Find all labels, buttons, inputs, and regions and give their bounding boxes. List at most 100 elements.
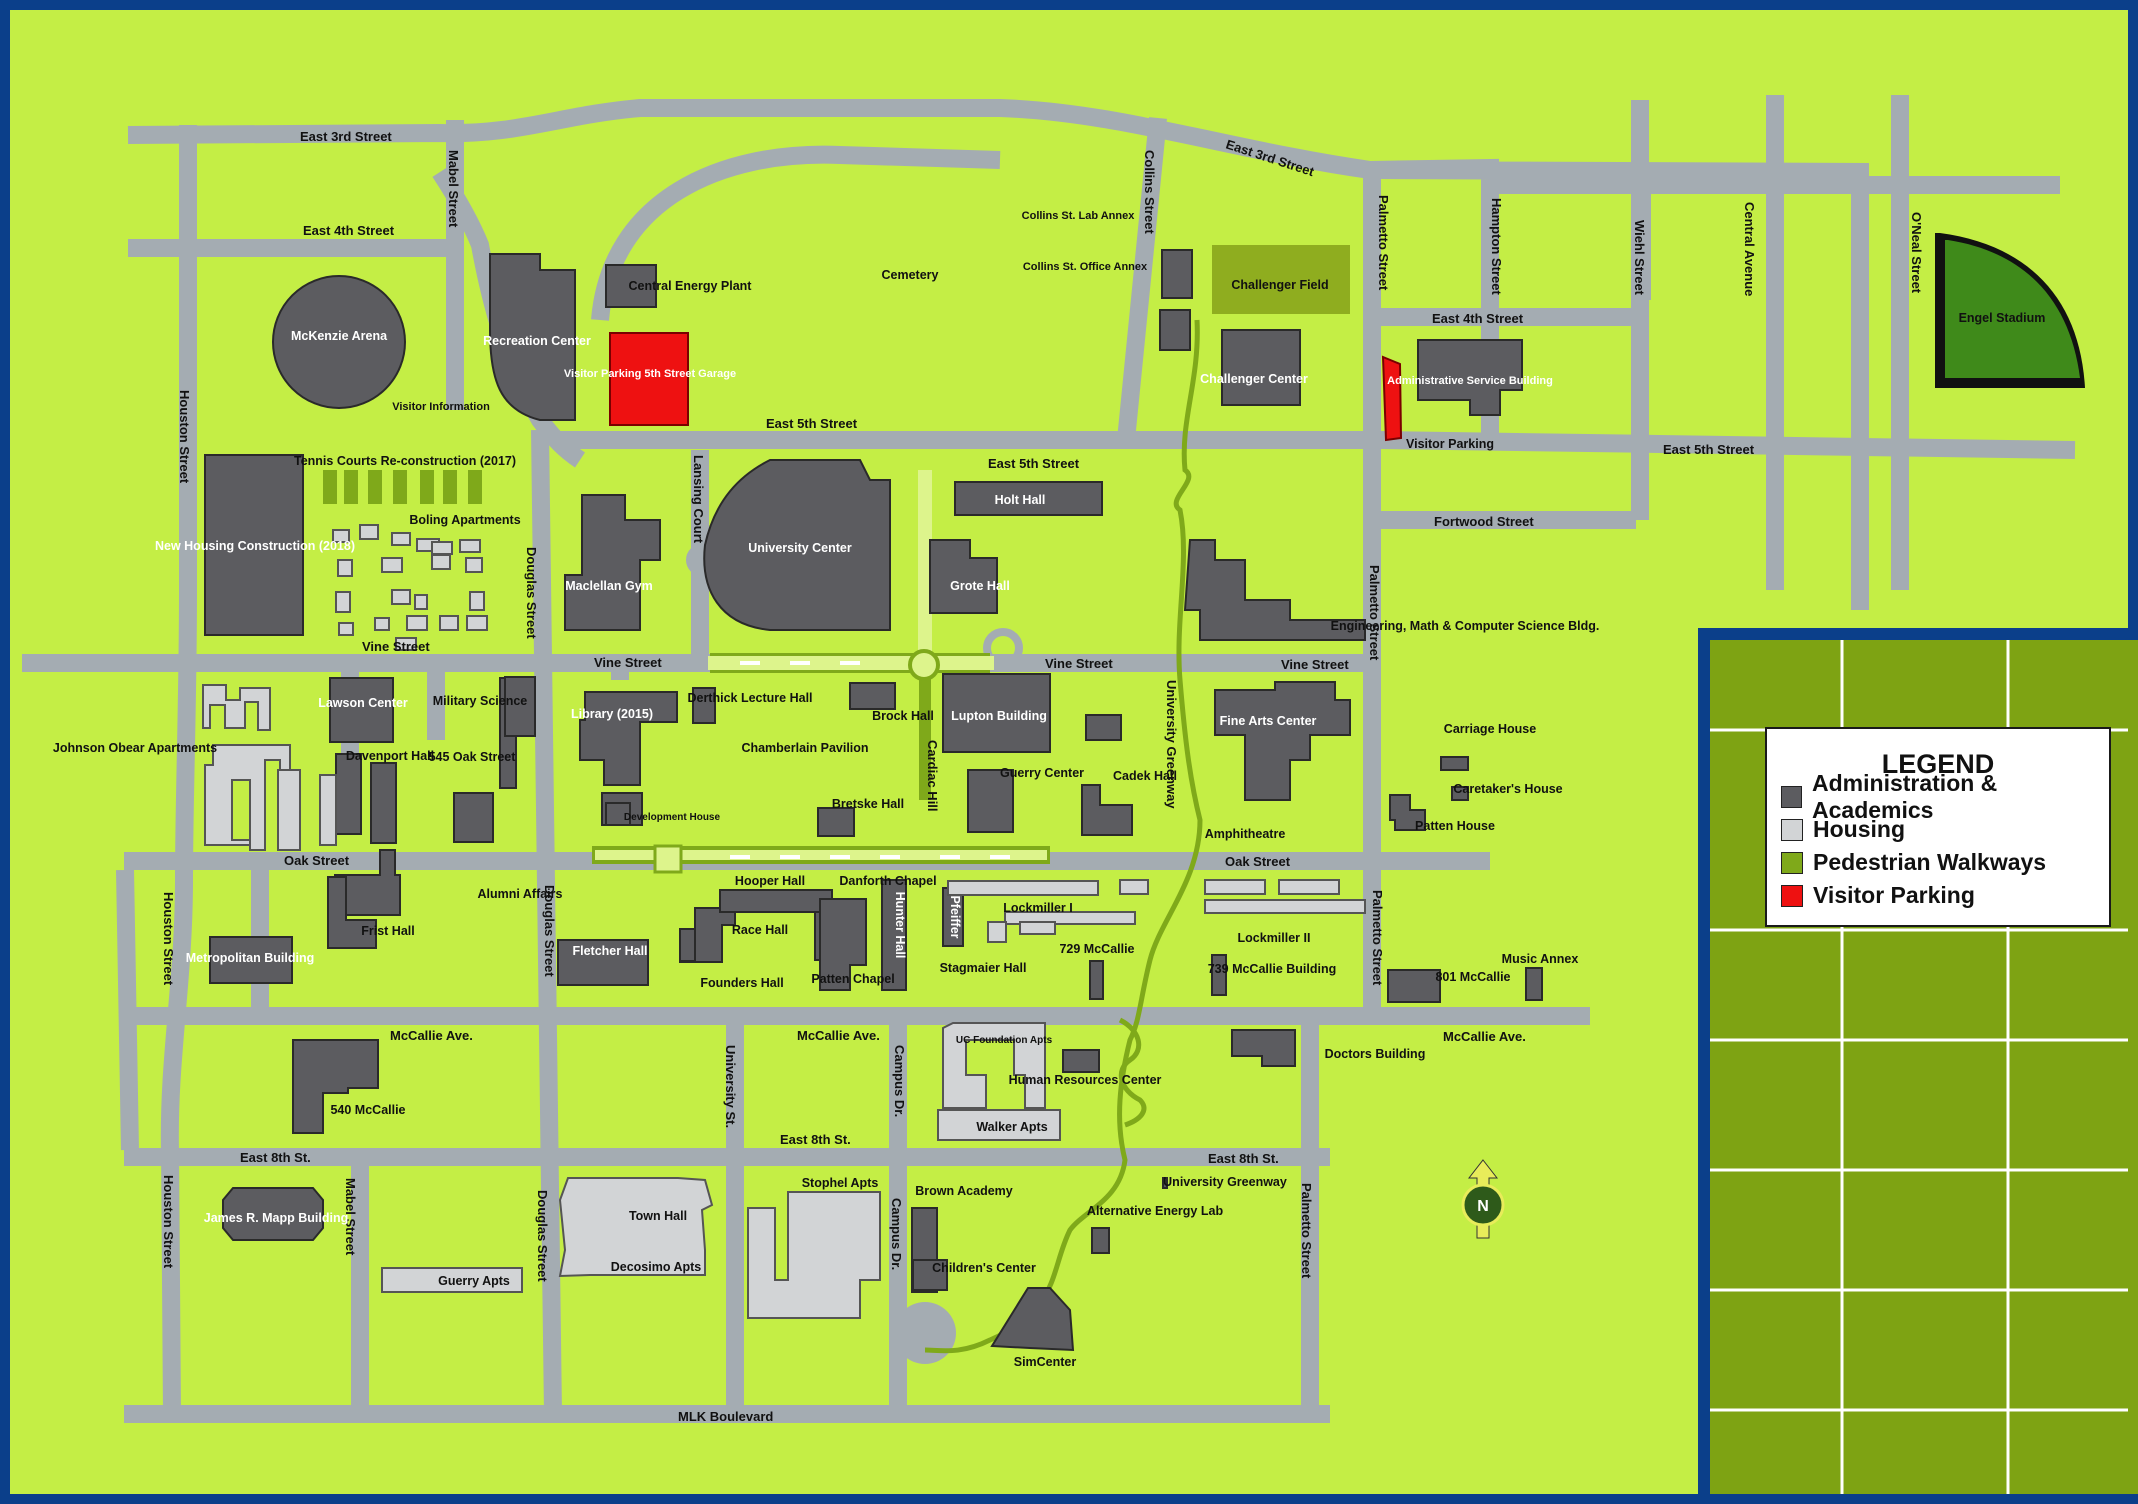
street-label: University Greenway xyxy=(1164,680,1179,809)
street-label: University St. xyxy=(723,1045,738,1128)
place-label: Fletcher Hall xyxy=(572,944,647,958)
legend-item-academics: Administration & Academics xyxy=(1781,770,2109,823)
street-label: Hampton Street xyxy=(1489,198,1504,295)
place-label: Music Annex xyxy=(1502,952,1579,966)
place-label: Fine Arts Center xyxy=(1220,714,1317,728)
street-label: Wiehl Street xyxy=(1632,220,1647,296)
challenger-field xyxy=(1212,245,1350,314)
street-label: Palmetto Street xyxy=(1376,195,1391,291)
legend-swatch xyxy=(1781,851,1803,874)
place-label: 739 McCallie Building xyxy=(1208,962,1337,976)
place-label: Lupton Building xyxy=(951,709,1047,723)
place-label: Guerry Apts xyxy=(438,1274,510,1288)
place-label: Lockmiller II xyxy=(1238,931,1311,945)
street-label: Fortwood Street xyxy=(1434,514,1534,529)
place-label: Boling Apartments xyxy=(409,513,520,527)
street-label: Lansing Court xyxy=(691,455,706,544)
map-legend: LEGEND Administration & Academics Housin… xyxy=(1765,727,2111,927)
place-label: Stophel Apts xyxy=(802,1176,879,1190)
place-label: Derthick Lecture Hall xyxy=(687,691,812,705)
walkway-highlights xyxy=(595,470,1047,874)
place-label: Collins St. Office Annex xyxy=(1023,261,1148,273)
street-label: Vine Street xyxy=(1045,656,1113,671)
place-label: James R. Mapp Building xyxy=(204,1211,348,1225)
street-label: East 5th Street xyxy=(766,416,858,431)
visitor-parking-areas xyxy=(609,332,1403,442)
street-label: Oak Street xyxy=(1225,854,1291,869)
place-label: 540 McCallie xyxy=(330,1103,405,1117)
street-label: Vine Street xyxy=(362,639,430,654)
street-label: Collins Street xyxy=(1142,150,1157,234)
place-label: Doctors Building xyxy=(1325,1047,1426,1061)
street-label: East 5th Street xyxy=(988,456,1080,471)
place-label: Pfeiffer xyxy=(948,895,962,938)
legend-swatch xyxy=(1781,884,1803,907)
place-label: Founders Hall xyxy=(700,976,783,990)
legend-item-visitor-parking: Visitor Parking xyxy=(1781,879,2109,912)
street-label: East 4th Street xyxy=(303,223,395,238)
street-label: Houston Street xyxy=(161,1175,176,1269)
tennis-courts xyxy=(323,470,482,504)
street-label: Palmetto Street xyxy=(1370,890,1385,986)
place-label: Metropolitan Building xyxy=(186,951,314,965)
place-label: Patten House xyxy=(1415,819,1495,833)
place-label: Holt Hall xyxy=(995,493,1046,507)
place-label: Cemetery xyxy=(882,268,939,282)
place-label: Hooper Hall xyxy=(735,874,805,888)
place-label: Collins St. Lab Annex xyxy=(1022,210,1136,222)
place-label: Grote Hall xyxy=(950,579,1010,593)
place-label: Frist Hall xyxy=(361,924,415,938)
street-label: O'Neal Street xyxy=(1909,212,1924,294)
place-label: Patten Chapel xyxy=(811,972,894,986)
place-label: Chamberlain Pavilion xyxy=(741,741,868,755)
place-label: Development House xyxy=(624,812,721,823)
housing-buildings xyxy=(202,524,1366,1319)
street-label: East 4th Street xyxy=(1432,311,1524,326)
place-labels: McKenzie Arena Recreation Center Central… xyxy=(53,210,2045,1369)
street-label: McCallie Ave. xyxy=(1443,1029,1526,1044)
street-label: Houston Street xyxy=(177,390,192,484)
place-label: Library (2015) xyxy=(571,707,653,721)
legend-label: Visitor Parking xyxy=(1813,882,1975,908)
street-label: Mabel Street xyxy=(343,1178,358,1256)
place-label: Brock Hall xyxy=(872,709,934,723)
place-label: Amphitheatre xyxy=(1205,827,1286,841)
place-label: Alumni Affairs xyxy=(478,887,563,901)
legend-swatch xyxy=(1781,785,1803,808)
place-label: University Greenway xyxy=(1163,1175,1287,1189)
street-label: MLK Boulevard xyxy=(678,1409,773,1424)
engel-stadium xyxy=(1935,233,2085,388)
place-label: Military Science xyxy=(433,694,528,708)
place-label: Cadek Hall xyxy=(1113,769,1177,783)
place-label: 729 McCallie xyxy=(1059,942,1134,956)
place-label: Lawson Center xyxy=(318,696,408,710)
place-label: Engineering, Math & Computer Science Bld… xyxy=(1331,619,1600,633)
place-label: Danforth Chapel xyxy=(839,874,936,888)
street-label: East 8th St. xyxy=(240,1150,311,1165)
place-label: Bretske Hall xyxy=(832,797,904,811)
street-label: Douglas Street xyxy=(535,1190,550,1282)
place-label: Challenger Center xyxy=(1200,372,1308,386)
place-label: Human Resources Center xyxy=(1009,1073,1162,1087)
street-label: Douglas Street xyxy=(524,547,539,639)
street-label: McCallie Ave. xyxy=(797,1028,880,1043)
place-label: Johnson Obear Apartments xyxy=(53,741,217,755)
place-label: Recreation Center xyxy=(483,334,591,348)
place-label: Central Energy Plant xyxy=(629,279,753,293)
place-label: Guerry Center xyxy=(1000,766,1084,780)
street-label: East 8th St. xyxy=(780,1132,851,1147)
place-label: Engel Stadium xyxy=(1959,311,2046,325)
place-label: Visitor Parking 5th Street Garage xyxy=(564,368,736,380)
street-label: McCallie Ave. xyxy=(390,1028,473,1043)
street-label: Cardiac Hill xyxy=(925,740,940,812)
place-label: Walker Apts xyxy=(976,1120,1047,1134)
academic-buildings xyxy=(204,249,1543,1352)
street-label: Mabel Street xyxy=(446,150,461,228)
street-label: Douglas Street xyxy=(542,885,557,977)
street-label: Palmetto Street xyxy=(1367,565,1382,661)
street-label: East 5th Street xyxy=(1663,442,1755,457)
street-label: Vine Street xyxy=(1281,657,1349,672)
place-label: Race Hall xyxy=(732,923,788,937)
street-label: Vine Street xyxy=(594,655,662,670)
place-label: Visitor Information xyxy=(392,401,490,413)
